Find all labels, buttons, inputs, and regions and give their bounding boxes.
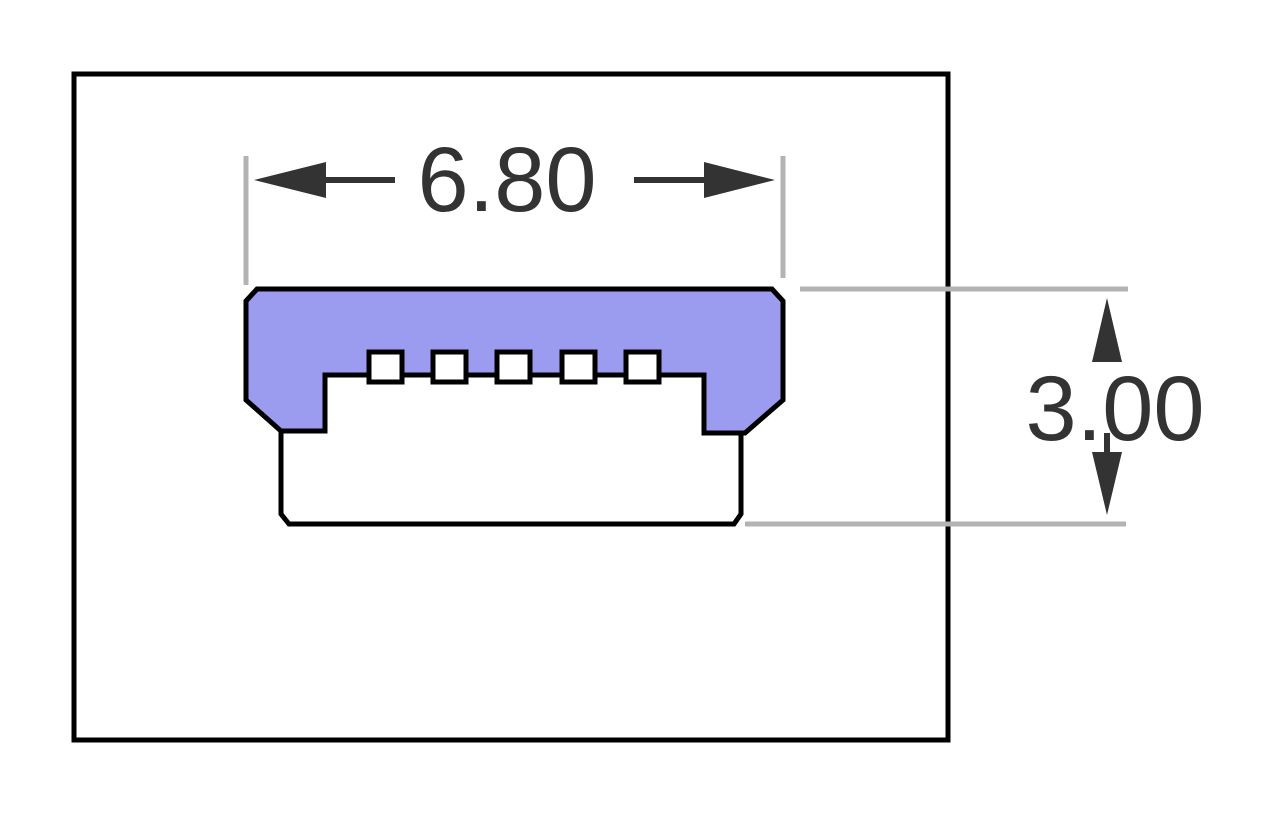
height-dimension-label: 3.00: [1025, 358, 1204, 460]
outer-frame: [71, 71, 951, 743]
height-arrowhead-bottom: [1092, 452, 1122, 515]
width-arrowhead-right: [704, 162, 775, 198]
pin-3: [494, 349, 533, 385]
width-arrowhead-left: [254, 162, 326, 198]
pin-row: [366, 349, 662, 385]
pin-5: [623, 349, 662, 385]
height-arrowhead-top: [1092, 298, 1122, 362]
pin-1: [366, 349, 405, 385]
pin-4: [559, 349, 598, 385]
width-dimension-label: 6.80: [417, 129, 596, 231]
connector-lower-body: [278, 428, 744, 527]
pin-2: [430, 349, 469, 385]
